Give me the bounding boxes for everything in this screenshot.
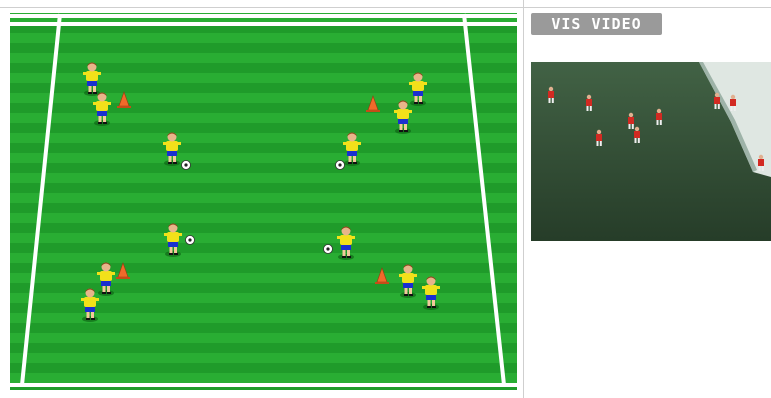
video-thumbnail[interactable] [531,62,771,241]
ball-icon [336,161,345,170]
soccer-field [10,13,517,394]
ball-icon [186,236,195,245]
ball-icon [324,245,333,254]
watch-video-button[interactable]: VIS VIDEO [531,13,662,35]
drill-diagram [10,13,517,394]
video-panel: VIS VIDEO [531,13,771,243]
ball-icon [182,161,191,170]
